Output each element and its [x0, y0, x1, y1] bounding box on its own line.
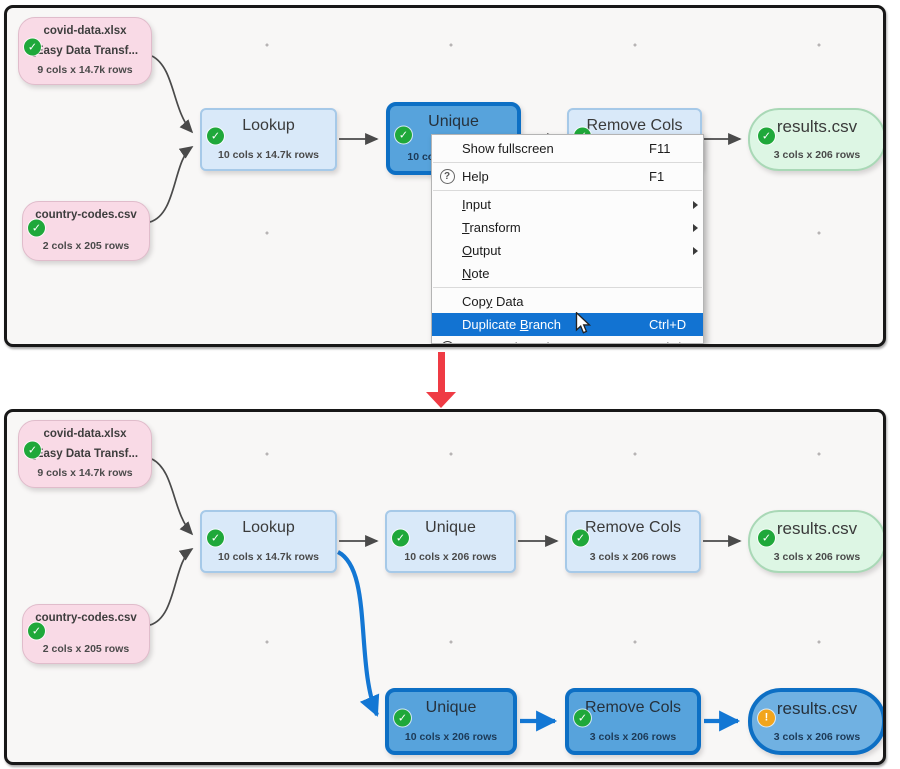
menu-shortcut: Ctrl+D: [649, 317, 687, 332]
node-stats: 3 cols x 206 rows: [773, 731, 861, 743]
panel-before: ✓ covid-data.xlsx [Easy Data Transf... 9…: [4, 5, 886, 347]
node-stats: 3 cols x 206 rows: [773, 149, 861, 161]
node-title: results.csv: [776, 519, 858, 538]
node-title: Lookup: [242, 117, 295, 134]
warning-icon: !: [758, 709, 775, 727]
node-stats: 3 cols x 206 rows: [773, 551, 861, 563]
success-check-icon: ✓: [392, 529, 409, 547]
node-dup-remove-cols-selected[interactable]: ✓ Remove Cols 3 cols x 206 rows: [565, 688, 701, 755]
context-menu: Show fullscreen F11 ? Help F1 Input: [431, 134, 704, 344]
edge-lookup-to-dup-unique: [336, 550, 380, 717]
transition-arrow-icon: [426, 352, 456, 408]
menu-item-help[interactable]: ? Help F1: [432, 165, 703, 188]
success-check-icon: ✓: [207, 127, 224, 145]
node-dup-results-csv-selected[interactable]: ! results.csv 3 cols x 206 rows: [748, 688, 883, 755]
node-title: Remove Cols: [586, 117, 683, 134]
submenu-arrow-icon: [693, 201, 703, 209]
node-stats: 10 cols x 206 rows: [404, 551, 497, 563]
node-lookup[interactable]: ✓ Lookup 10 cols x 14.7k rows: [200, 510, 337, 573]
submenu-arrow-icon: [693, 247, 703, 255]
node-title: country-codes.csv: [35, 612, 137, 624]
mouse-cursor-icon: [575, 312, 592, 334]
node-stats: 9 cols x 14.7k rows: [37, 64, 133, 76]
node-covid-data[interactable]: ✓ covid-data.xlsx [Easy Data Transf... 9…: [18, 17, 152, 85]
node-stats: 10 cols x 206 rows: [404, 731, 498, 743]
node-unique[interactable]: ✓ Unique 10 cols x 206 rows: [385, 510, 516, 573]
menu-shortcut: F1: [649, 169, 665, 184]
connections-layer: [149, 458, 742, 732]
menu-item-copy-data[interactable]: Copy Data: [462, 294, 524, 309]
node-dup-unique-selected[interactable]: ✓ Unique 10 cols x 206 rows: [385, 688, 517, 755]
node-stats: 3 cols x 206 rows: [589, 731, 677, 743]
node-title: Unique: [425, 699, 477, 716]
menu-shortcut: F11: [649, 141, 671, 156]
node-stats: 2 cols x 205 rows: [42, 240, 130, 252]
node-stats: 9 cols x 14.7k rows: [37, 467, 133, 479]
node-subtitle: [Easy Data Transf...: [31, 447, 139, 460]
node-title: Unique: [428, 113, 479, 130]
node-stats: 2 cols x 205 rows: [42, 643, 130, 655]
node-country-codes[interactable]: ✓ country-codes.csv 2 cols x 205 rows: [22, 201, 150, 261]
success-check-icon: ✓: [572, 529, 589, 547]
node-results-csv[interactable]: ✓ results.csv 3 cols x 206 rows: [748, 510, 883, 573]
menu-item-zoom-selected[interactable]: Zoom Selected Ctrl+/: [432, 336, 703, 343]
node-country-codes[interactable]: ✓ country-codes.csv 2 cols x 205 rows: [22, 604, 150, 664]
edge-covid-to-lookup: [151, 55, 194, 134]
menu-separator: [433, 190, 702, 191]
node-title: Remove Cols: [584, 519, 682, 536]
success-check-icon: ✓: [395, 126, 412, 144]
panel-after: ✓ covid-data.xlsx [Easy Data Transf... 9…: [4, 409, 886, 765]
menu-separator: [433, 287, 702, 288]
menu-item-transform[interactable]: Transform: [432, 216, 703, 239]
node-title: covid-data.xlsx: [43, 25, 127, 37]
node-title: Remove Cols: [584, 699, 682, 716]
success-check-icon: ✓: [28, 219, 45, 237]
edge-covid-to-lookup: [151, 458, 194, 536]
zoom-out-icon: [440, 341, 454, 343]
node-subtitle: [Easy Data Transf...: [31, 44, 139, 57]
success-check-icon: ✓: [758, 127, 775, 145]
node-lookup[interactable]: ✓ Lookup 10 cols x 14.7k rows: [200, 108, 337, 171]
help-icon: ?: [439, 169, 455, 184]
menu-item-note[interactable]: Note: [462, 266, 490, 281]
menu-separator: [433, 162, 702, 163]
node-results-csv[interactable]: ✓ results.csv 3 cols x 206 rows: [748, 108, 883, 171]
success-check-icon: ✓: [394, 709, 411, 727]
node-remove-cols[interactable]: ✓ Remove Cols 3 cols x 206 rows: [565, 510, 701, 573]
edge-country-to-lookup: [149, 548, 194, 626]
menu-item-show-fullscreen[interactable]: Show fullscreen F11: [432, 137, 703, 160]
menu-item-duplicate-branch[interactable]: Duplicate Branch Ctrl+D: [432, 313, 703, 336]
success-check-icon: ✓: [28, 622, 45, 640]
success-check-icon: ✓: [24, 38, 41, 56]
edge-country-to-lookup: [149, 146, 194, 223]
node-stats: 10 cols x 14.7k rows: [218, 149, 319, 161]
node-title: results.csv: [776, 117, 858, 136]
success-check-icon: ✓: [758, 529, 775, 547]
node-covid-data[interactable]: ✓ covid-data.xlsx [Easy Data Transf... 9…: [18, 420, 152, 488]
node-title: results.csv: [776, 699, 858, 718]
node-title: covid-data.xlsx: [43, 428, 127, 440]
node-title: Lookup: [242, 519, 295, 536]
node-title: Unique: [425, 519, 476, 536]
menu-item-output[interactable]: Output: [432, 239, 703, 262]
success-check-icon: ✓: [207, 529, 224, 547]
submenu-arrow-icon: [693, 224, 703, 232]
node-stats: 10 cols x 14.7k rows: [218, 551, 319, 563]
menu-item-input[interactable]: Input: [432, 193, 703, 216]
success-check-icon: ✓: [24, 441, 41, 459]
menu-shortcut: Ctrl+/: [649, 340, 693, 343]
node-title: country-codes.csv: [35, 209, 137, 221]
node-stats: 3 cols x 206 rows: [589, 551, 677, 563]
success-check-icon: ✓: [574, 709, 591, 727]
